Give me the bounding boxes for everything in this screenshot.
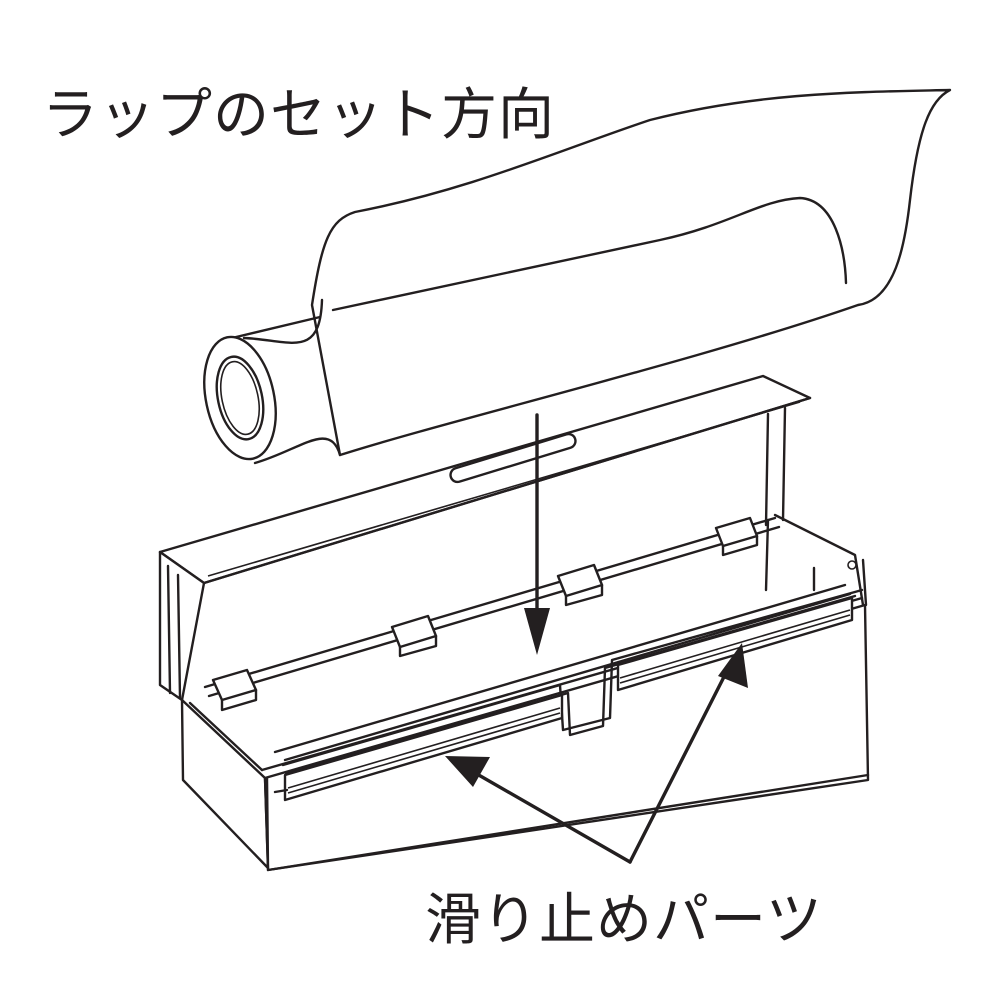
anti-slip-pointer-arrows (445, 643, 748, 864)
wrap-roll (203, 88, 952, 465)
anti-slip-parts-label: 滑り止めパーツ (425, 888, 823, 953)
hinge-4 (714, 516, 759, 557)
dispenser-lid (158, 374, 812, 702)
hinge-1 (211, 668, 258, 712)
hinge-3 (556, 563, 604, 607)
dispenser-case (180, 513, 870, 872)
insertion-arrow (524, 413, 550, 655)
wrap-set-direction-label: ラップのセット方向 (42, 83, 555, 148)
hinges (211, 516, 759, 712)
hinge-2 (390, 614, 438, 658)
